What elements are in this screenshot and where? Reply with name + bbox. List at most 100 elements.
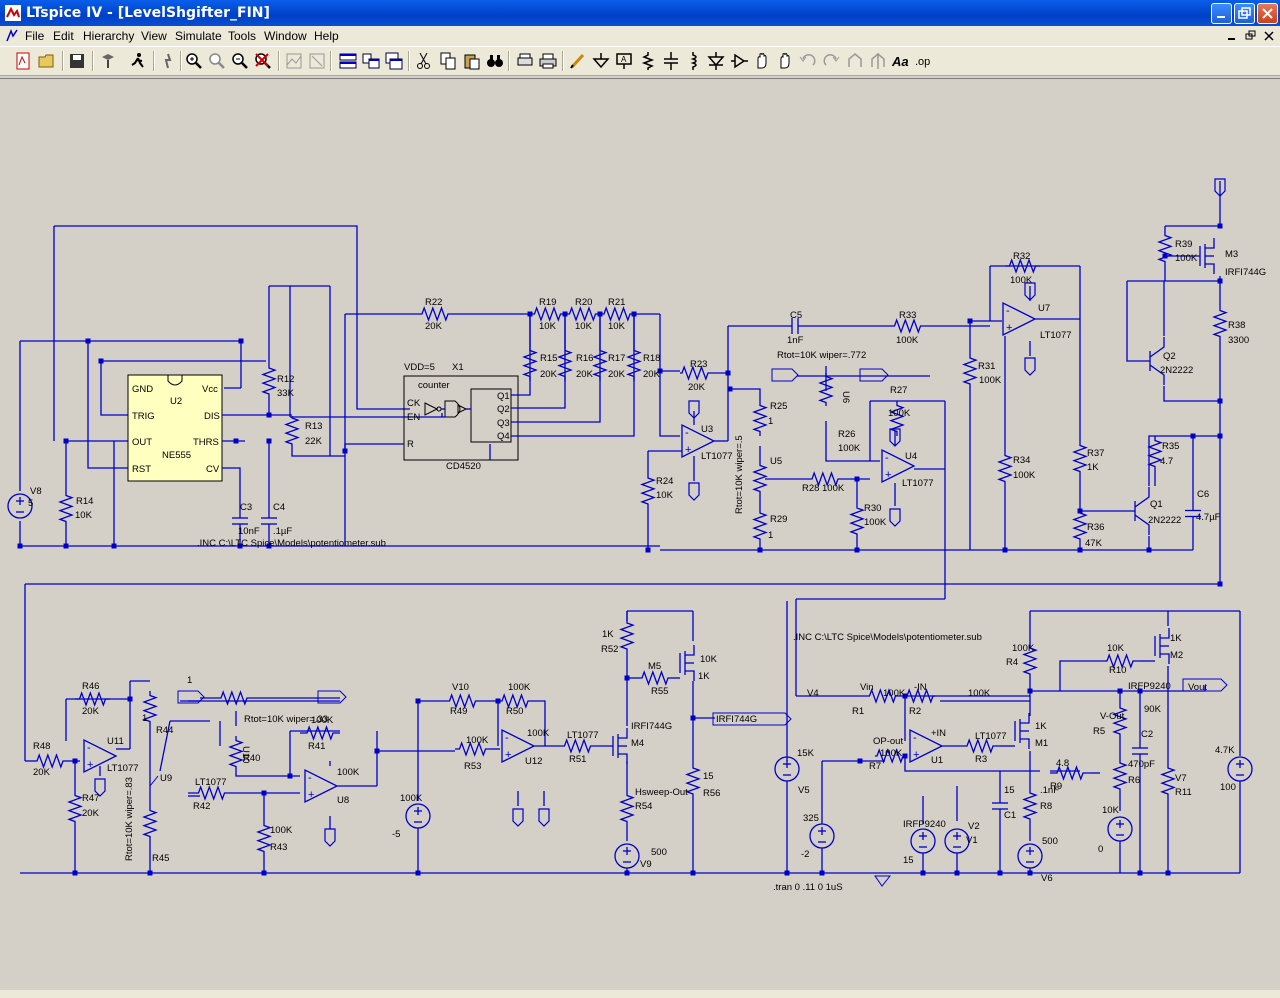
copy-icon[interactable] (438, 51, 458, 71)
schematic-label[interactable]: 15 (1004, 785, 1015, 796)
schematic-label[interactable]: U11 (107, 736, 124, 747)
schematic-label[interactable]: CK (407, 398, 421, 409)
schematic-label[interactable]: U8 (337, 795, 349, 806)
spice-directive-icon[interactable]: .op (914, 51, 934, 71)
schematic-label[interactable]: 4.7 (1160, 456, 1173, 467)
schematic-label[interactable]: C4 (273, 502, 285, 513)
redo-icon[interactable] (821, 51, 841, 71)
schematic-label[interactable]: -5 (392, 829, 400, 840)
schematic-label[interactable]: R39 (1175, 239, 1192, 250)
schematic-label[interactable]: IRFI744G (1225, 267, 1266, 278)
new-schematic-icon[interactable] (13, 51, 33, 71)
schematic-label[interactable]: R16 (576, 353, 593, 364)
schematic-label[interactable]: 100K (968, 688, 991, 699)
schematic-label[interactable]: Q1 (1150, 499, 1163, 510)
spice-directive[interactable]: .INC C:\LTC Spice\Models\potentiometer.s… (793, 632, 982, 643)
schematic-label[interactable]: IRFP9240 (1128, 681, 1171, 692)
menu-window[interactable]: Window (264, 29, 307, 43)
schematic-label[interactable]: R31 (978, 361, 995, 372)
schematic-label[interactable]: 10K (1107, 643, 1125, 654)
schematic-label[interactable]: 100K (838, 443, 861, 454)
schematic-label[interactable]: R4 (1006, 657, 1018, 668)
schematic-label[interactable]: 1 (187, 675, 192, 686)
zoom-pan-icon[interactable] (207, 51, 227, 71)
schematic-label[interactable]: R20 (575, 297, 592, 308)
schematic-label[interactable]: 2N2222 (1160, 365, 1193, 376)
schematic-label[interactable]: C5 (790, 310, 802, 321)
schematic-label[interactable]: 20K (33, 767, 51, 778)
schematic-label[interactable]: 100K (1012, 643, 1035, 654)
control-panel-icon[interactable] (98, 51, 118, 71)
minimize-button[interactable] (1211, 3, 1232, 24)
schematic-label[interactable]: 100K (1013, 470, 1036, 481)
schematic-label[interactable]: R19 (539, 297, 556, 308)
schematic-label[interactable]: R23 (690, 359, 707, 370)
schematic-label[interactable]: IRFP9240 (903, 819, 946, 830)
schematic-label[interactable]: R11 (1175, 787, 1192, 798)
schematic-label[interactable]: 100K (337, 767, 360, 778)
schematic-label[interactable]: R44 (156, 725, 173, 736)
schematic-label[interactable]: R42 (193, 801, 210, 812)
schematic-label[interactable]: R32 (1013, 251, 1030, 262)
schematic-label[interactable]: 10K (656, 490, 674, 501)
schematic-label[interactable]: 20K (643, 369, 661, 380)
schematic-label[interactable]: LT1077 (107, 763, 139, 774)
schematic-label[interactable]: V6 (1041, 873, 1053, 884)
schematic-label[interactable]: R18 (643, 353, 660, 364)
schematic-label[interactable]: R (407, 439, 414, 450)
schematic-label[interactable]: 90K (1144, 704, 1162, 715)
schematic-label[interactable]: R43 (270, 842, 287, 853)
schematic-label[interactable]: M5 (648, 661, 661, 672)
schematic-label[interactable]: R34 (1013, 455, 1030, 466)
resistor-icon[interactable] (638, 51, 658, 71)
schematic-label[interactable]: Q2 (497, 404, 510, 415)
schematic-label[interactable]: U9 (160, 773, 172, 784)
schematic-label[interactable]: CV (206, 464, 220, 475)
schematic-label[interactable]: -IN (914, 682, 927, 693)
schematic-label[interactable]: 10K (608, 321, 626, 332)
zoom-out-icon[interactable] (230, 51, 250, 71)
schematic-label[interactable]: C2 (1141, 729, 1153, 740)
schematic-label[interactable]: 2N2222 (1148, 515, 1181, 526)
rotate-icon[interactable] (845, 51, 865, 71)
schematic-label[interactable]: THRS (193, 437, 219, 448)
draw-wire-icon[interactable] (568, 51, 588, 71)
schematic-label[interactable]: U10 (240, 746, 251, 763)
schematic-label[interactable]: 100K (311, 715, 334, 726)
schematic-label[interactable]: 15K (797, 748, 815, 759)
schematic-label[interactable]: 10K (575, 321, 593, 332)
schematic-label[interactable]: 47K (1085, 538, 1103, 549)
schematic-label[interactable]: RST (132, 464, 151, 475)
schematic-label[interactable]: M4 (631, 738, 644, 749)
schematic-label[interactable]: R40 (243, 753, 260, 764)
schematic-label[interactable]: NE555 (162, 450, 191, 461)
find-icon[interactable] (485, 51, 505, 71)
label-net-icon[interactable]: A (614, 51, 634, 71)
schematic-label[interactable]: R48 (33, 741, 50, 752)
schematic-label[interactable]: R50 (506, 706, 523, 717)
cascade-icon[interactable] (384, 51, 404, 71)
schematic-label[interactable]: Rtot=10K wiper=.33 (244, 714, 328, 725)
menu-hierarchy[interactable]: Hierarchy (83, 29, 135, 43)
schematic-label[interactable]: R30 (864, 503, 881, 514)
schematic-label[interactable]: R47 (82, 793, 99, 804)
schematic-label[interactable]: R7 (869, 761, 881, 772)
schematic-label[interactable]: M1 (1035, 738, 1048, 749)
schematic-label[interactable]: LT1077 (701, 451, 733, 462)
schematic-label[interactable]: 22K (305, 436, 323, 447)
schematic-label[interactable]: R26 (838, 429, 855, 440)
schematic-label[interactable]: 100K (896, 335, 919, 346)
schematic-label[interactable]: 100K (270, 825, 293, 836)
schematic-label[interactable]: U5 (770, 456, 782, 467)
run-icon[interactable] (128, 51, 148, 71)
document-icon[interactable] (4, 28, 20, 44)
print-icon[interactable] (538, 51, 558, 71)
schematic-label[interactable]: R38 (1228, 320, 1245, 331)
schematic-label[interactable]: 3300 (1228, 335, 1249, 346)
schematic-label[interactable]: R36 (1087, 522, 1104, 533)
close-button[interactable] (1257, 3, 1278, 24)
autoscale-icon[interactable] (284, 51, 304, 71)
schematic-label[interactable]: R9 (1050, 781, 1062, 792)
schematic-label[interactable]: 100K (822, 483, 845, 494)
schematic-label[interactable]: R51 (569, 754, 586, 765)
